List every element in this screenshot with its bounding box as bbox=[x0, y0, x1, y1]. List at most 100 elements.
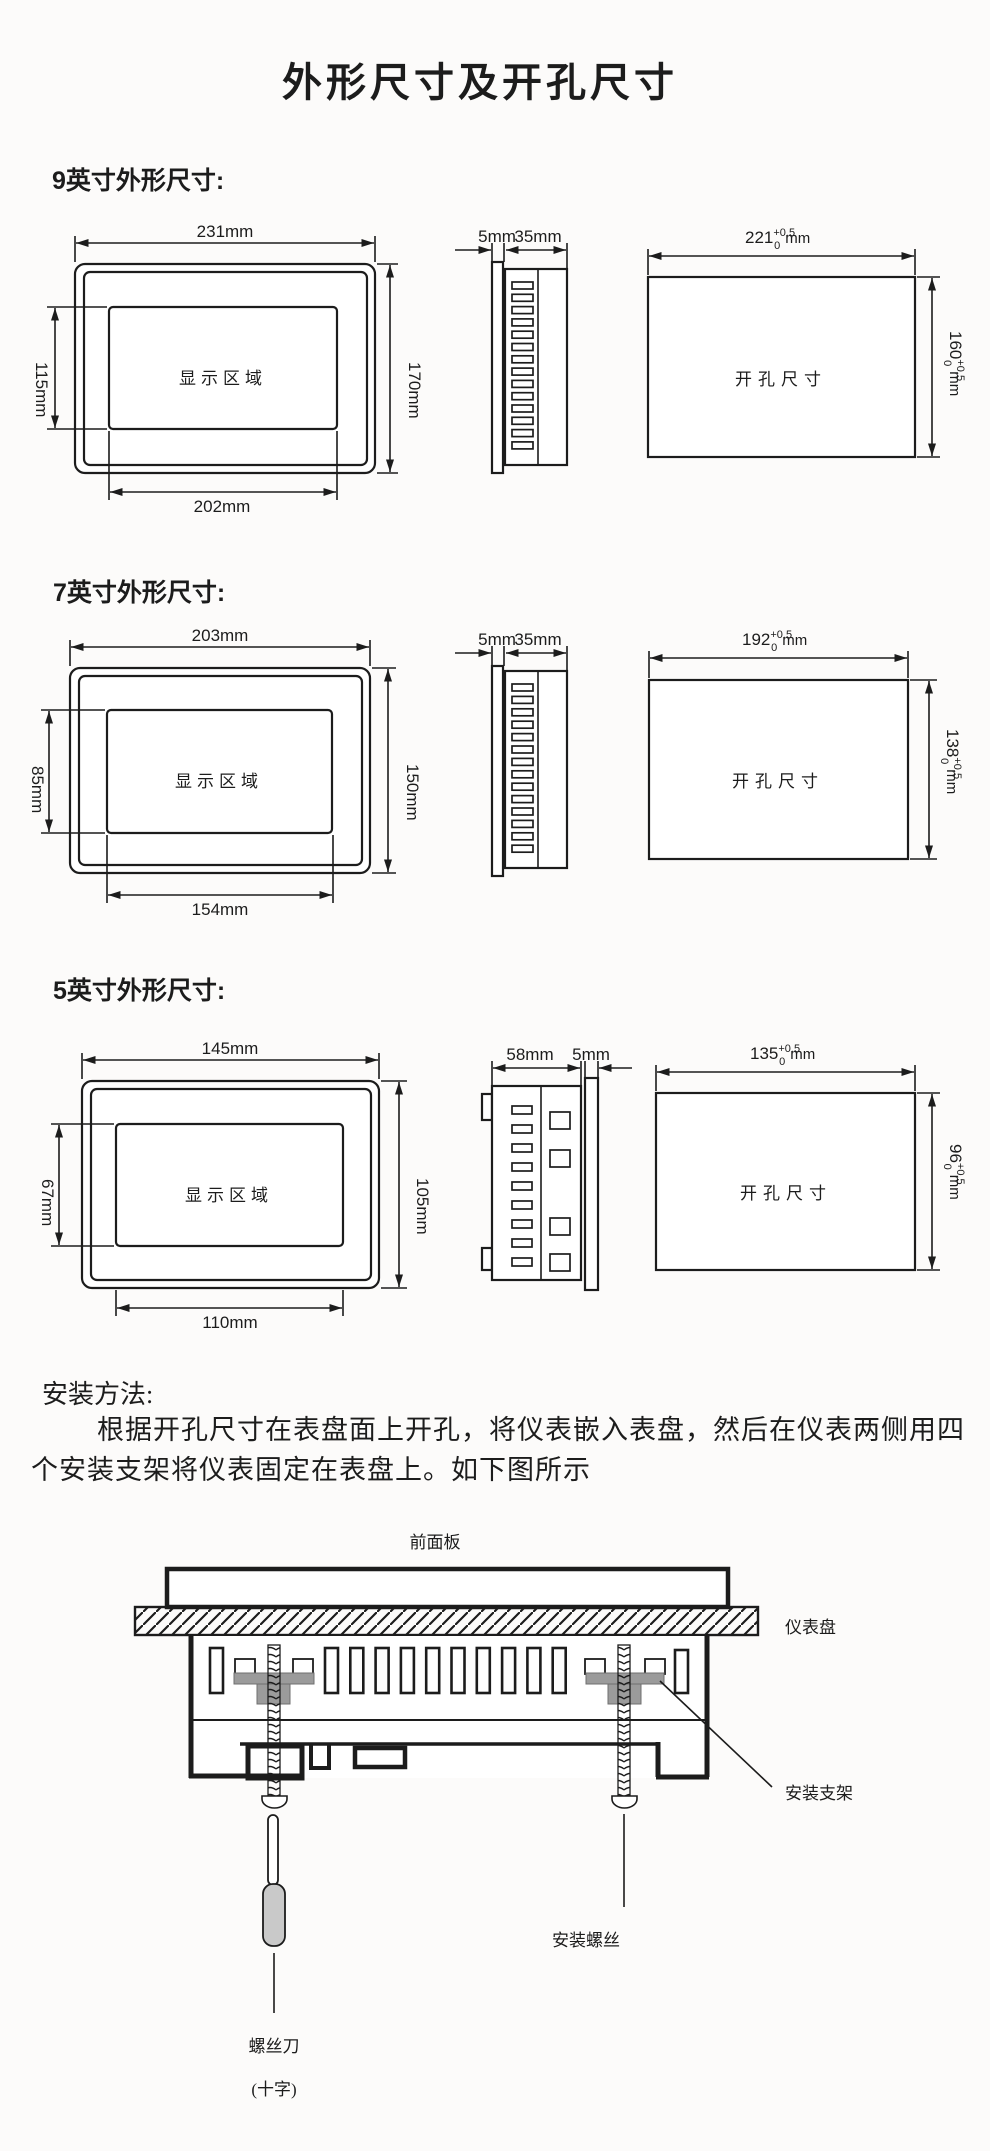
display-area-label-7: 显示区域 bbox=[175, 772, 263, 791]
dim-width-9: 231mm bbox=[197, 222, 254, 241]
vent-slot bbox=[511, 367, 534, 376]
vent-slot bbox=[511, 379, 534, 389]
vent-slot bbox=[511, 1124, 533, 1134]
vent-slot bbox=[511, 441, 534, 450]
vent-slot bbox=[511, 1105, 533, 1115]
vent-slot bbox=[511, 416, 534, 426]
install-text-line1: 根据开孔尺寸在表盘面上开孔，将仪表嵌入表盘，然后在仪表两侧用四 bbox=[97, 1415, 965, 1445]
five-inch-side-view: 58mm 5mm bbox=[480, 1045, 632, 1292]
screwdriver-handle bbox=[262, 1883, 286, 1947]
vent-slot bbox=[549, 1149, 571, 1168]
vent-slot bbox=[511, 769, 534, 779]
dim-display-height-5: 67mm bbox=[38, 1179, 57, 1226]
vent-slot bbox=[511, 807, 534, 816]
vent-slot bbox=[374, 1646, 390, 1695]
vent-slot bbox=[549, 1111, 571, 1130]
bracket-label: 安装支架 bbox=[785, 1784, 853, 1803]
dim-display-height-9: 115mm bbox=[32, 362, 51, 417]
dim-depth-5: 58mm bbox=[506, 1045, 553, 1064]
vent-slot bbox=[549, 1253, 571, 1272]
dim-display-width-9: 202mm bbox=[194, 497, 251, 516]
dim-bezel-7: 5mm bbox=[478, 630, 516, 649]
vent-slot bbox=[511, 707, 534, 717]
vent-slot bbox=[511, 293, 534, 303]
vent-slot bbox=[511, 720, 534, 730]
install-heading: 安装方法: bbox=[42, 1380, 154, 1409]
vent-slot bbox=[500, 1646, 517, 1695]
vent-slot bbox=[526, 1646, 542, 1695]
vent-slot bbox=[511, 757, 534, 767]
front-panel-label: 前面板 bbox=[410, 1533, 461, 1552]
vent-slot bbox=[551, 1646, 568, 1695]
bracket-callout-line bbox=[659, 1680, 773, 1788]
vent-slot bbox=[511, 831, 534, 841]
dim-height-7: 150mm bbox=[403, 764, 422, 821]
dim-width-7: 203mm bbox=[192, 626, 249, 645]
instrument-panel-label: 仪表盘 bbox=[785, 1618, 836, 1637]
vent-slot bbox=[511, 354, 534, 364]
section-heading-7inch: 7英寸外形尺寸: bbox=[53, 579, 226, 607]
screwdriver-blade bbox=[267, 1814, 279, 1886]
seven-inch-front-view: 显示区域 203mm 150mm 85mm 154mm bbox=[28, 626, 422, 919]
vent-slot bbox=[511, 819, 534, 829]
dim-bezel-5: 5mm bbox=[572, 1045, 610, 1064]
page-title: 外形尺寸及开孔尺寸 bbox=[282, 61, 678, 105]
dim-cutout-height-5: 96+0.50mm bbox=[941, 1144, 966, 1200]
install-text-line2: 个安装支架将仪表固定在表盘上。如下图所示 bbox=[31, 1455, 591, 1485]
five-inch-front-view: 显示区域 145mm 105mm 67mm 110mm bbox=[38, 1039, 432, 1332]
vent-slot bbox=[511, 782, 534, 792]
seven-inch-side-view: 5mm 35mm bbox=[455, 630, 569, 878]
mounting-diagram: 前面板 仪表盘 bbox=[133, 1533, 853, 2099]
cutout-label-5: 开孔尺寸 bbox=[740, 1184, 832, 1203]
vent-slot bbox=[450, 1646, 466, 1695]
dim-width-5: 145mm bbox=[202, 1039, 259, 1058]
dim-depth-9: 35mm bbox=[514, 227, 561, 246]
display-area-label-5: 显示区域 bbox=[185, 1186, 273, 1205]
section-heading-5inch: 5英寸外形尺寸: bbox=[53, 977, 226, 1005]
dim-cutout-height-7: 138+0.50mm bbox=[938, 729, 963, 794]
dim-bezel-9: 5mm bbox=[478, 227, 516, 246]
vent-slot bbox=[511, 318, 534, 327]
vent-slot bbox=[511, 1181, 533, 1191]
vent-slot bbox=[511, 794, 534, 804]
section-heading-9inch: 9英寸外形尺寸: bbox=[52, 167, 225, 195]
mounting-screw-left bbox=[261, 1644, 288, 1809]
vent-slot bbox=[511, 330, 534, 340]
vent-slot bbox=[511, 745, 534, 754]
screwdriver bbox=[262, 1814, 286, 1947]
nine-inch-front-view: 显示区域 231mm 170mm 115mm 202mm bbox=[32, 222, 424, 516]
vent-slot bbox=[511, 305, 534, 315]
vent-slot bbox=[511, 281, 534, 290]
vent-slot bbox=[511, 844, 534, 854]
screw-label: 安装螺丝 bbox=[552, 1931, 620, 1950]
dim-height-5: 105mm bbox=[413, 1178, 432, 1235]
vent-slot bbox=[511, 1162, 533, 1172]
front-panel bbox=[164, 1566, 731, 1610]
mounting-screw-right bbox=[611, 1644, 638, 1809]
vent-slot bbox=[511, 732, 534, 742]
vent-slot bbox=[323, 1646, 340, 1695]
vent-slot bbox=[549, 1217, 571, 1236]
vent-slot bbox=[475, 1646, 492, 1695]
vent-slot bbox=[208, 1646, 225, 1695]
instrument-panel-section bbox=[133, 1605, 760, 1637]
dim-cutout-height-9: 160+0.50mm bbox=[941, 331, 966, 396]
vent-slot bbox=[511, 404, 534, 413]
screwdriver-label-line1: 螺丝刀 bbox=[249, 2037, 300, 2056]
vent-slot bbox=[511, 695, 534, 705]
vent-slot bbox=[511, 428, 534, 438]
vent-slot bbox=[673, 1648, 690, 1695]
vent-slot bbox=[399, 1646, 416, 1695]
vent-slot bbox=[511, 1219, 533, 1229]
vent-slot bbox=[511, 391, 534, 401]
cutout-label-9: 开孔尺寸 bbox=[735, 370, 827, 389]
vent-slot bbox=[511, 1200, 533, 1210]
